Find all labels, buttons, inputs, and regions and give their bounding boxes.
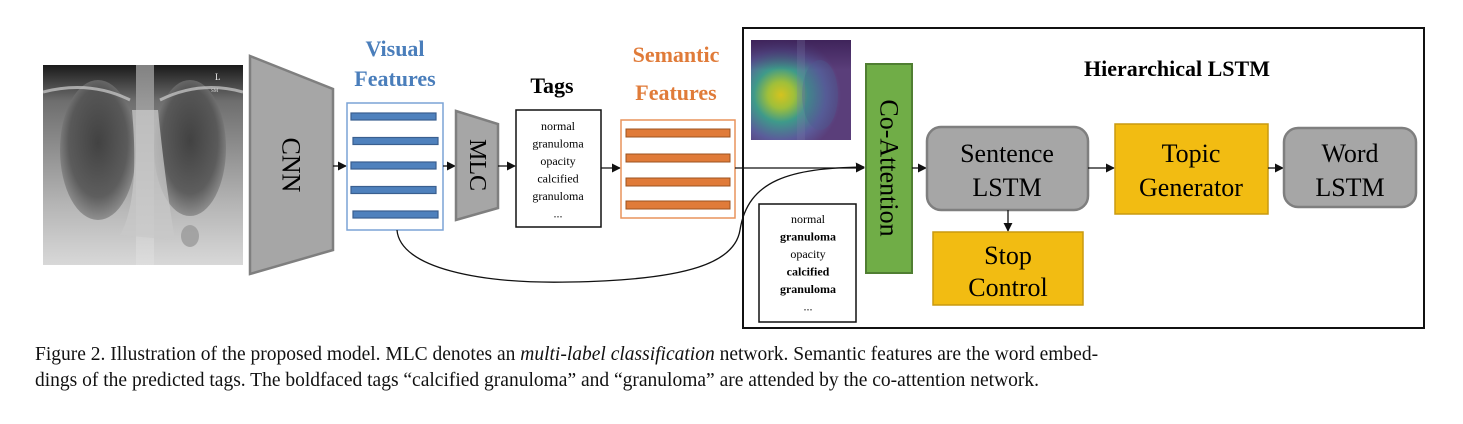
stop-control-line1: Stop: [984, 241, 1032, 270]
topic-generator-line1: Topic: [1162, 139, 1221, 168]
attended-tags-box: [758, 203, 857, 323]
figure-caption: Figure 2. Illustration of the proposed m…: [35, 342, 1435, 394]
attended-tag-item-bold: calcified: [787, 265, 830, 279]
word-lstm-line1: Word: [1321, 139, 1378, 168]
hierarchical-lstm-title: Hierarchical LSTM: [1084, 56, 1270, 81]
caption-line-1: Figure 2. Illustration of the proposed m…: [35, 342, 1435, 368]
cnn-block: [248, 54, 335, 276]
sentence-lstm-line1: Sentence: [960, 139, 1054, 168]
attended-tags-list: normal granuloma opacity calcified granuloma…: [780, 212, 836, 314]
attended-tag-item-bold: granuloma: [780, 230, 836, 244]
word-lstm-block: [1282, 126, 1418, 209]
caption-line1-part1: Figure 2. Illustration of the proposed m…: [35, 344, 521, 365]
attended-tag-item-bold: granuloma: [780, 282, 836, 296]
semantic-feature-bar: [625, 200, 731, 210]
word-lstm-line2: LSTM: [1315, 173, 1384, 202]
mlc-block: [454, 109, 500, 222]
model-diagram: L SM CNN Visual Features MLC Tags normal…: [43, 27, 1425, 329]
semantic-feature-bar: [625, 153, 731, 163]
semantic-feature-bar: [625, 177, 731, 187]
tag-item: ...: [554, 207, 563, 221]
stop-control-line2: Control: [968, 273, 1047, 302]
visual-feature-bars: [350, 112, 439, 219]
tag-item: granuloma: [532, 189, 584, 203]
co-attention-label: Co-Attention: [875, 99, 904, 236]
tag-item: granuloma: [532, 137, 584, 151]
caption-line-2: dings of the predicted tags. The boldfac…: [35, 370, 1040, 391]
attended-tag-item: ...: [804, 300, 813, 314]
tags-box: [515, 109, 602, 228]
caption-line1-part2: network. Semantic features are the word …: [714, 344, 1099, 365]
visual-features-title-line2: Features: [354, 66, 436, 91]
tag-item: opacity: [540, 154, 575, 168]
tag-item: calcified: [537, 172, 578, 186]
tag-item: normal: [541, 119, 576, 133]
hierarchical-lstm-container: [742, 27, 1425, 329]
sentence-lstm-line2: LSTM: [972, 173, 1041, 202]
visual-feature-bar: [350, 161, 437, 170]
xray-sub-marker: SM: [211, 89, 219, 94]
visual-feature-bar: [350, 185, 437, 195]
mlc-label: MLC: [464, 139, 490, 191]
semantic-feature-bars: [625, 128, 731, 210]
attention-heatmap-image: [751, 40, 851, 140]
topic-generator-line2: Generator: [1139, 173, 1243, 202]
xray-marker: L: [215, 72, 221, 82]
topic-generator-block: [1114, 123, 1269, 215]
caption-italic-term: multi-label classification: [520, 344, 715, 365]
semantic-features-title-line1: Semantic: [633, 42, 720, 67]
attended-tag-item: normal: [791, 212, 826, 226]
chest-xray-image: L SM: [43, 65, 243, 265]
semantic-feature-bar: [625, 128, 731, 138]
tags-title: Tags: [530, 73, 574, 98]
arrow-visual-to-coattention: [396, 162, 865, 283]
attended-tag-item: opacity: [790, 247, 825, 261]
visual-features-title-line1: Visual: [365, 36, 424, 61]
co-attention-block: [865, 63, 913, 274]
visual-feature-bar: [352, 210, 439, 219]
visual-feature-bar: [352, 136, 439, 146]
cnn-label: CNN: [277, 138, 306, 193]
visual-feature-bar: [350, 112, 437, 121]
stop-control-block: [932, 231, 1084, 306]
tags-list: normal granuloma opacity calcified granuloma…: [532, 119, 584, 221]
semantic-features-title-line2: Features: [635, 80, 717, 105]
